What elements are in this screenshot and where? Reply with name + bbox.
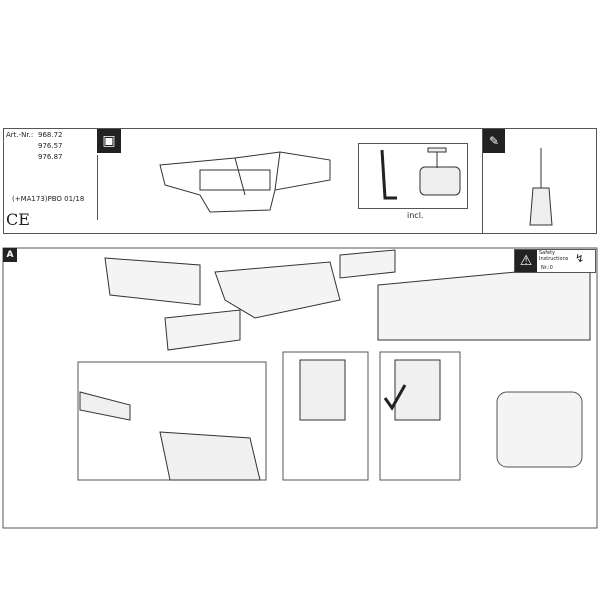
track-illustration bbox=[104, 249, 591, 351]
included-parts-box bbox=[358, 143, 468, 209]
warning-icon: ⚠ bbox=[515, 250, 537, 272]
cross-connector-illustration bbox=[159, 151, 331, 213]
checkmark-icon bbox=[383, 384, 407, 411]
safety-title: Safety Instructions bbox=[539, 250, 569, 262]
divider bbox=[97, 155, 98, 220]
divider bbox=[482, 129, 483, 233]
screw-clip-icon bbox=[419, 147, 461, 196]
screwdriver-icon: ✎ bbox=[483, 129, 505, 153]
screwdriver-illustration bbox=[529, 148, 553, 226]
package-contents-icon: ▣ bbox=[97, 129, 121, 153]
allen-key-icon bbox=[380, 149, 397, 200]
detail-boxes bbox=[77, 351, 583, 481]
article-number-label: Art.-Nr.: bbox=[6, 131, 34, 139]
included-label: incl. bbox=[407, 211, 424, 220]
step-label: A bbox=[3, 248, 17, 262]
step-panel bbox=[2, 247, 598, 529]
article-number: 976.57 bbox=[38, 142, 63, 150]
power-off-icon: ↯ bbox=[575, 252, 585, 265]
article-number: 976.87 bbox=[38, 153, 63, 161]
article-number: 968.72 bbox=[38, 131, 63, 139]
production-code: (+MA173)PBO 01/18 bbox=[12, 195, 85, 203]
safety-ref: Nr.:0 bbox=[541, 265, 553, 271]
header-panel bbox=[3, 128, 597, 234]
ce-mark: CE bbox=[6, 210, 30, 229]
